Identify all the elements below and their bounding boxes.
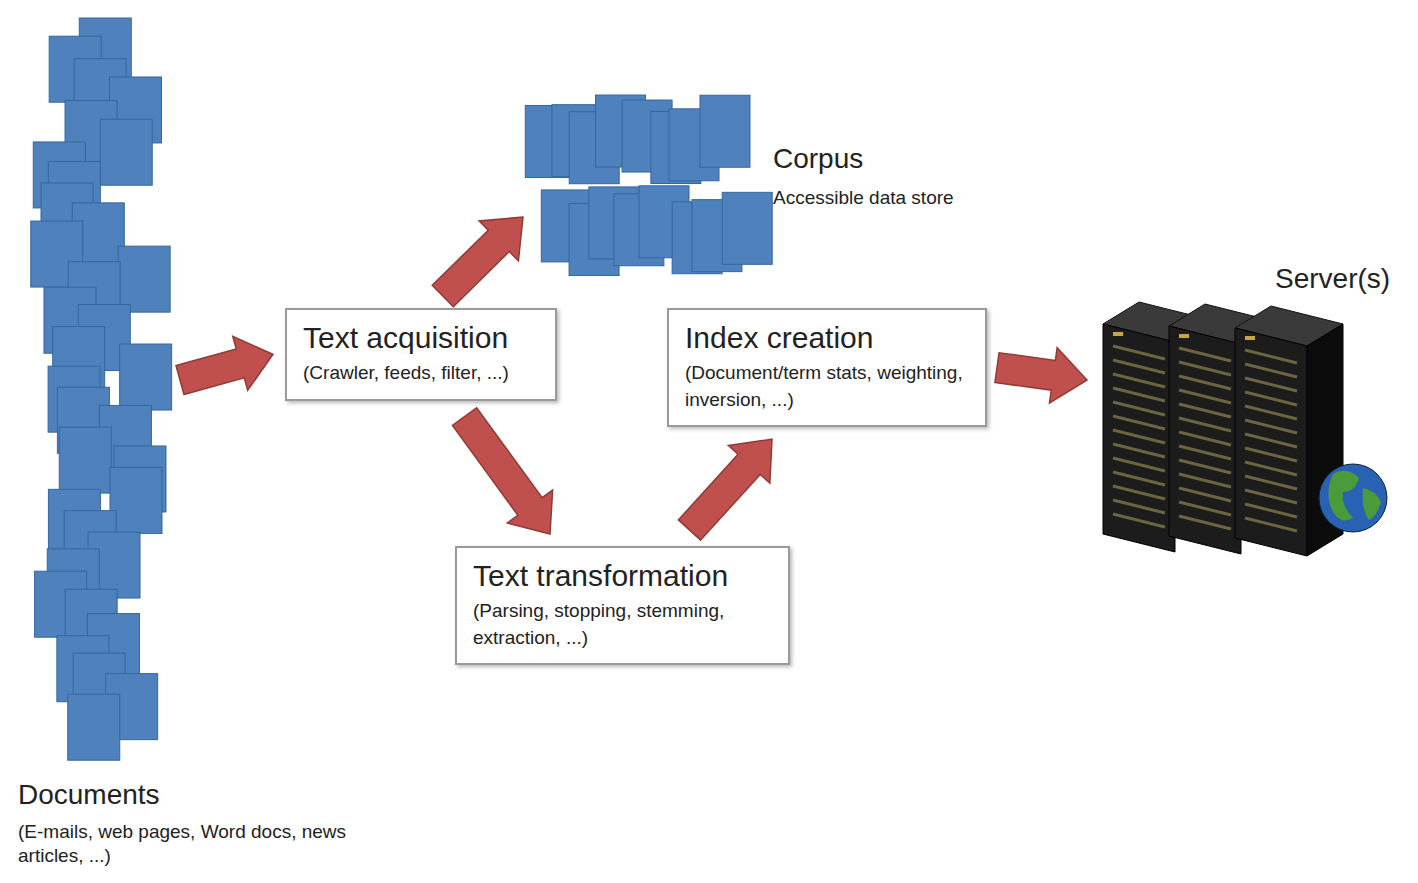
illustration (518, 92, 768, 282)
node-title: Text acquisition (303, 320, 541, 356)
document-icon (118, 246, 170, 312)
globe-land (1328, 471, 1381, 521)
node-subtitle: (E-mails, web pages, Word docs, news art… (18, 820, 358, 869)
document-icon (100, 119, 152, 185)
node-subtitle: (Crawler, feeds, filter, ...) (303, 360, 541, 387)
rack-front (1169, 326, 1241, 554)
rack-slot (1245, 364, 1297, 377)
rack-slot (1113, 486, 1165, 499)
text-group: Server(s) (1275, 262, 1405, 296)
text-group: Text transformation (Parsing, stopping, s… (473, 558, 774, 651)
rack-slot (1113, 402, 1165, 415)
corpus-store: CorpusAccessible data store (518, 92, 1038, 282)
text-group: Documents (E-mails, web pages, Word docs,… (18, 778, 358, 868)
rack-slot (1113, 430, 1165, 443)
rack-slot (1113, 472, 1165, 485)
text-group: CorpusAccessible data store (773, 142, 1033, 210)
rack-slot (1113, 346, 1165, 359)
illustration (18, 18, 193, 758)
block-arrow (678, 439, 772, 540)
rack-slot (1179, 502, 1231, 515)
document-stack: Documents (E-mails, web pages, Word docs,… (18, 18, 358, 868)
rack-slot (1113, 444, 1165, 457)
rack-slot (1245, 378, 1297, 391)
node-title: Index creation (685, 320, 971, 356)
rack-slot (1245, 420, 1297, 433)
rack-slot (1179, 418, 1231, 431)
rack-slot (1113, 458, 1165, 471)
rack-slot (1245, 448, 1297, 461)
rack-led (1113, 332, 1123, 336)
node-title: Corpus (773, 142, 1033, 176)
block-arrow (176, 336, 273, 394)
rack-led (1179, 334, 1189, 338)
rack-slot (1245, 350, 1297, 363)
block-arrow (452, 408, 552, 534)
rack-slot (1179, 390, 1231, 403)
rack-slot (1179, 446, 1231, 459)
rack-slot (1179, 432, 1231, 445)
rack-slot (1179, 376, 1231, 389)
text-group: Index creation (Document/term stats, weig… (685, 320, 971, 413)
rack-slot (1179, 348, 1231, 361)
rack-slot (1245, 406, 1297, 419)
rack-slot (1113, 374, 1165, 387)
block-arrow (432, 217, 523, 307)
rack-slot (1113, 514, 1165, 527)
document-icon (68, 694, 120, 760)
document-icons (525, 95, 772, 275)
rack-slot (1245, 504, 1297, 517)
document-icon (120, 344, 172, 410)
rack-slot (1179, 488, 1231, 501)
rack-slot (1113, 360, 1165, 373)
node-title: Text transformation (473, 558, 774, 594)
rack-slot (1179, 516, 1231, 529)
document-icon (722, 192, 772, 264)
text-group: Text acquisition (Crawler, feeds, filter,… (303, 320, 541, 387)
rack-slot (1113, 416, 1165, 429)
rack-front (1103, 324, 1175, 552)
document-icon (110, 467, 162, 533)
rack-front (1235, 328, 1307, 556)
rack-slot (1179, 404, 1231, 417)
illustration (1095, 262, 1407, 562)
rack-slot (1245, 462, 1297, 475)
globe (1319, 464, 1387, 532)
rack-slot (1179, 474, 1231, 487)
rack-led (1245, 336, 1255, 340)
process-box: Index creation (Document/term stats, weig… (667, 308, 987, 427)
rack-slot (1245, 476, 1297, 489)
rack-slot (1245, 518, 1297, 531)
document-icon (59, 427, 111, 493)
document-icon (700, 95, 750, 167)
node-subtitle: Accessible data store (773, 186, 1033, 211)
rack-slot (1113, 500, 1165, 513)
server-illustration (1103, 302, 1387, 556)
server-rack: Server(s) (1095, 262, 1407, 562)
process-box: Text acquisition (Crawler, feeds, filter,… (285, 308, 557, 401)
rack-slot (1179, 460, 1231, 473)
block-arrow (995, 348, 1087, 403)
node-subtitle: (Document/term stats, weighting, inversi… (685, 360, 971, 413)
rack-slot (1245, 392, 1297, 405)
document-icons (31, 18, 172, 760)
node-title: Server(s) (1275, 262, 1405, 296)
rack-slot (1113, 388, 1165, 401)
node-title: Documents (18, 778, 358, 812)
rack-slot (1245, 434, 1297, 447)
rack-slot (1245, 490, 1297, 503)
rack-slot (1179, 362, 1231, 375)
node-subtitle: (Parsing, stopping, stemming, extraction… (473, 598, 774, 651)
process-box: Text transformation (Parsing, stopping, s… (455, 546, 790, 665)
